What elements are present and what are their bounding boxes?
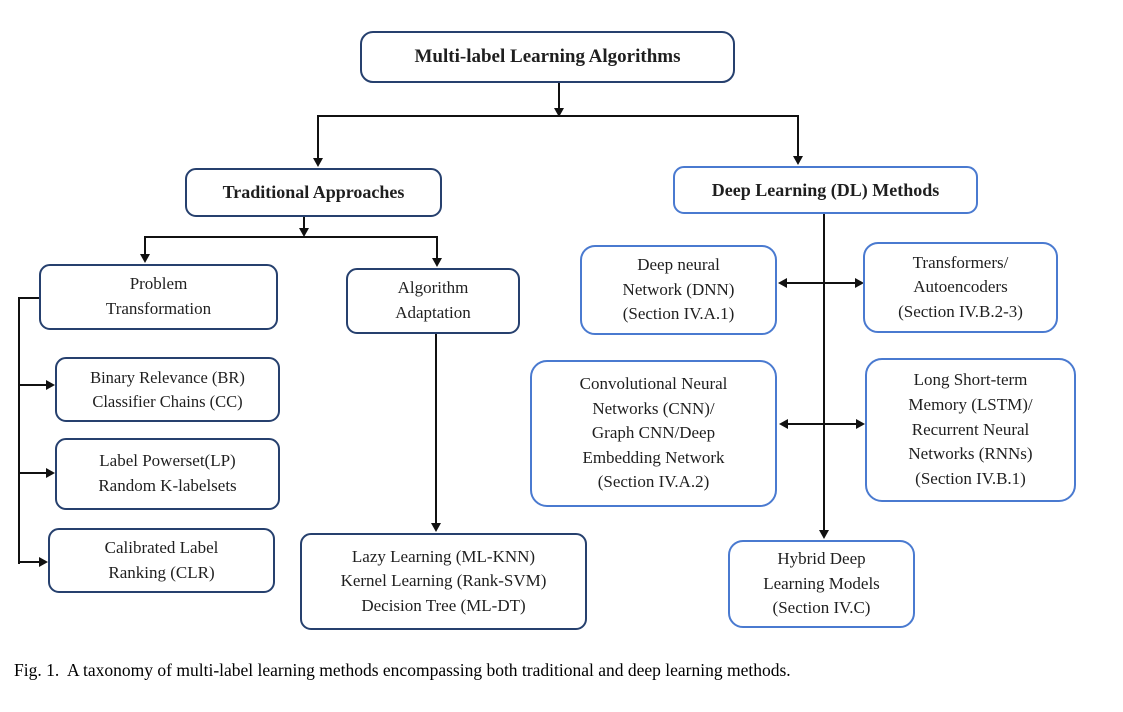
arrowhead-binary-relevance xyxy=(46,380,55,390)
node-line: Recurrent Neural xyxy=(911,419,1030,439)
node-line: Transformers/ xyxy=(912,252,1009,272)
node-line: Graph CNN/Deep xyxy=(591,423,716,443)
arrowhead-label-powerset xyxy=(46,468,55,478)
node-line: Deep Learning (DL) Methods xyxy=(711,179,940,200)
connector-top-split-bar xyxy=(317,115,799,117)
arrowhead-cnn xyxy=(779,419,788,429)
node-line: Traditional Approaches xyxy=(222,182,405,203)
node-traditional-approaches: Traditional Approaches xyxy=(185,168,442,217)
node-line: Algorithm xyxy=(397,278,469,298)
node-cnn: Convolutional Neural Networks (CNN)/ Gra… xyxy=(530,360,777,507)
connector-drop-traditional xyxy=(317,115,319,159)
node-line: Lazy Learning (ML-KNN) xyxy=(351,546,536,566)
node-line: Multi-label Learning Algorithms xyxy=(414,46,681,68)
figure-caption: Fig. 1. A taxonomy of multi-label learni… xyxy=(14,660,791,680)
node-label-powerset: Label Powerset(LP) Random K-labelsets xyxy=(55,438,280,510)
arrowhead-lstm xyxy=(856,419,865,429)
arrowhead-adaptation-methods xyxy=(431,523,441,532)
node-line: Memory (LSTM)/ xyxy=(908,395,1033,415)
connector-branch-binary-relevance xyxy=(18,384,46,386)
node-line: Adaptation xyxy=(395,303,471,322)
node-line: (Section IV.B.2-3) xyxy=(898,301,1023,321)
node-binary-relevance: Binary Relevance (BR) Classifier Chains … xyxy=(55,357,280,422)
node-dnn: Deep neural Network (DNN) (Section IV.A.… xyxy=(580,245,777,335)
node-line: Convolutional Neural xyxy=(579,373,728,393)
node-line: Hybrid Deep xyxy=(777,549,866,569)
node-line: Decision Tree (ML-DT) xyxy=(361,595,526,615)
connector-drop-problem-transformation xyxy=(144,236,146,255)
node-line: Ranking (CLR) xyxy=(108,562,215,582)
connector-cnn-lstm xyxy=(787,423,857,425)
node-lstm-rnn: Long Short-term Memory (LSTM)/ Recurrent… xyxy=(865,358,1076,502)
node-line: Embedding Network xyxy=(582,447,725,467)
connector-bracket-stub xyxy=(18,297,40,299)
node-line: Transformation xyxy=(105,299,212,318)
arrowhead-algorithm-adaptation xyxy=(432,258,442,267)
connector-branch-label-powerset xyxy=(18,472,46,474)
connector-drop-algorithm-adaptation xyxy=(436,236,438,259)
node-hybrid-deep-learning: Hybrid Deep Learning Models (Section IV.… xyxy=(728,540,915,628)
node-line: Problem xyxy=(129,274,188,294)
node-algorithm-adaptation: Algorithm Adaptation xyxy=(346,268,520,334)
node-line: Network (DNN) xyxy=(622,279,735,299)
node-line: Autoencoders xyxy=(913,277,1008,297)
arrowhead-transformers xyxy=(855,278,864,288)
connector-traditional-stem xyxy=(303,217,305,229)
node-line: Kernel Learning (Rank-SVM) xyxy=(340,571,547,591)
node-calibrated-label-ranking: Calibrated Label Ranking (CLR) xyxy=(48,528,275,593)
connector-branch-calibrated xyxy=(18,561,39,563)
node-line: (Section IV.B.1) xyxy=(915,468,1026,488)
arrowhead-traditional-stem xyxy=(299,228,309,237)
node-transformers-autoencoders: Transformers/ Autoencoders (Section IV.B… xyxy=(863,242,1058,333)
node-algorithm-adaptation-methods: Lazy Learning (ML-KNN) Kernel Learning (… xyxy=(300,533,587,630)
connector-drop-deep-learning xyxy=(797,115,799,157)
node-line: Random K-labelsets xyxy=(98,476,237,495)
node-line: Long Short-term xyxy=(913,370,1028,390)
arrowhead-dnn xyxy=(778,278,787,288)
arrowhead-hybrid xyxy=(819,530,829,539)
node-line: Label Powerset(LP) xyxy=(99,451,236,471)
connector-bracket-vertical xyxy=(18,297,20,564)
node-problem-transformation: Problem Transformation xyxy=(39,264,278,330)
node-root: Multi-label Learning Algorithms xyxy=(360,31,735,83)
node-deep-learning-methods: Deep Learning (DL) Methods xyxy=(673,166,978,214)
arrowhead-problem-transformation xyxy=(140,254,150,263)
node-line: (Section IV.A.2) xyxy=(597,472,710,492)
connector-adaptation-methods xyxy=(435,334,437,524)
arrowhead-root-stem xyxy=(554,108,564,117)
node-line: Learning Models xyxy=(763,573,880,593)
node-line: (Section IV.A.1) xyxy=(622,304,735,324)
arrowhead-deep-learning xyxy=(793,156,803,165)
node-line: Classifier Chains (CC) xyxy=(92,391,243,411)
connector-root-stem xyxy=(558,83,560,109)
connector-traditional-split-bar xyxy=(144,236,438,238)
node-line: Networks (RNNs) xyxy=(908,444,1033,464)
connector-dl-trunk xyxy=(823,214,825,531)
node-line: Networks (CNN)/ xyxy=(592,398,715,418)
arrowhead-traditional xyxy=(313,158,323,167)
node-line: (Section IV.C) xyxy=(772,598,871,618)
node-line: Calibrated Label xyxy=(104,537,219,557)
node-line: Deep neural xyxy=(637,255,720,275)
arrowhead-calibrated xyxy=(39,557,48,567)
node-line: Binary Relevance (BR) xyxy=(90,367,245,387)
connector-dnn-transformers xyxy=(786,282,856,284)
